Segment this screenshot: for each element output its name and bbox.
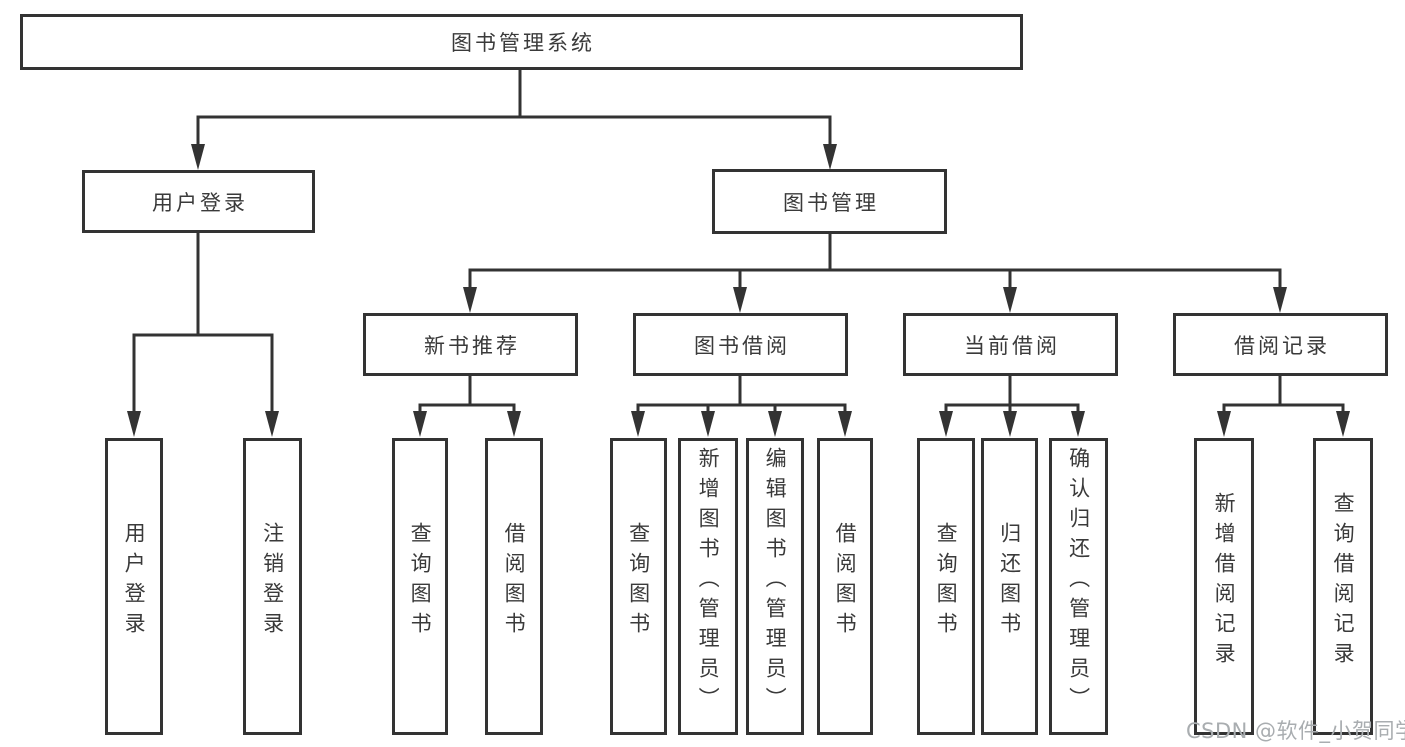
leaf-label: 编辑图书（管理员）: [763, 447, 788, 717]
leaf-current-confirm-return-admin: 确认归还（管理员）: [1049, 438, 1108, 735]
leaf-label: 查询借阅记录: [1331, 492, 1356, 672]
watermark-text: CSDN @软件_小贺同学: [1186, 719, 1405, 743]
connector-new-book-recommendation: [413, 374, 521, 437]
connector-book-management: [463, 232, 1287, 313]
node-book-borrowing: 图书借阅: [633, 313, 848, 376]
leaf-label: 查询图书: [408, 522, 433, 642]
connector-borrowing-records: [1217, 374, 1350, 437]
leaf-borrow-add-book-admin: 新增图书（管理员）: [678, 438, 738, 735]
leaf-current-query-books: 查询图书: [917, 438, 975, 735]
leaf-records-query-borrow-record: 查询借阅记录: [1313, 438, 1373, 735]
leaf-label: 确认归还（管理员）: [1066, 447, 1091, 717]
leaf-records-add-borrow-record: 新增借阅记录: [1194, 438, 1254, 735]
node-borrowing-records: 借阅记录: [1173, 313, 1388, 376]
leaf-label: 新增图书（管理员）: [696, 447, 721, 717]
leaf-label: 借阅图书: [502, 522, 527, 642]
leaf-label: 借阅图书: [833, 522, 858, 642]
node-new-book-recommendation: 新书推荐: [363, 313, 578, 376]
leaf-label: 查询图书: [934, 522, 959, 642]
leaf-label: 注销登录: [260, 522, 285, 642]
node-label: 借阅记录: [1234, 333, 1330, 358]
leaf-label: 新增借阅记录: [1212, 492, 1237, 672]
node-root: 图书管理系统: [20, 14, 1023, 70]
connector-book-borrowing: [631, 374, 852, 437]
leaf-label: 用户登录: [122, 522, 147, 642]
leaf-newbook-query-books: 查询图书: [392, 438, 448, 735]
leaf-borrow-edit-book-admin: 编辑图书（管理员）: [746, 438, 804, 735]
leaf-logout: 注销登录: [243, 438, 302, 735]
node-label: 图书管理: [783, 190, 879, 215]
connector-user-login: [127, 231, 279, 437]
connector-root: [191, 68, 837, 170]
node-user-login: 用户登录: [82, 170, 315, 233]
node-current-borrowing: 当前借阅: [903, 313, 1118, 376]
node-label: 图书借阅: [694, 333, 790, 358]
leaf-borrow-query-books: 查询图书: [610, 438, 667, 735]
node-label: 用户登录: [152, 190, 248, 215]
node-label: 新书推荐: [424, 333, 520, 358]
leaf-newbook-borrow-books: 借阅图书: [485, 438, 543, 735]
leaf-label: 归还图书: [997, 522, 1022, 642]
leaf-user-login: 用户登录: [105, 438, 163, 735]
connector-current-borrowing: [939, 374, 1085, 437]
node-label: 图书管理系统: [451, 31, 595, 55]
leaf-borrow-borrow-books: 借阅图书: [817, 438, 873, 735]
leaf-label: 查询图书: [626, 522, 651, 642]
node-book-management: 图书管理: [712, 169, 947, 234]
node-label: 当前借阅: [964, 333, 1060, 358]
leaf-current-return-books: 归还图书: [981, 438, 1038, 735]
